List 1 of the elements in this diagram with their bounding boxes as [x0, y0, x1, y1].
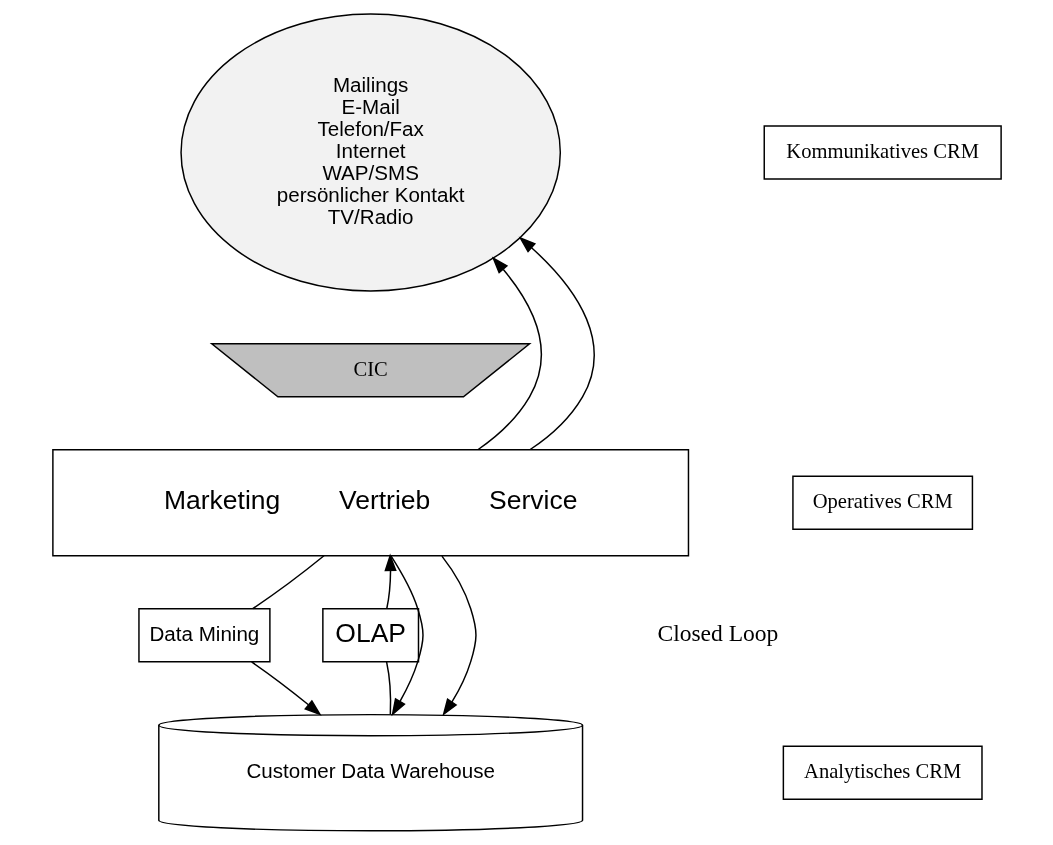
label: Closed Loop	[656, 619, 778, 646]
